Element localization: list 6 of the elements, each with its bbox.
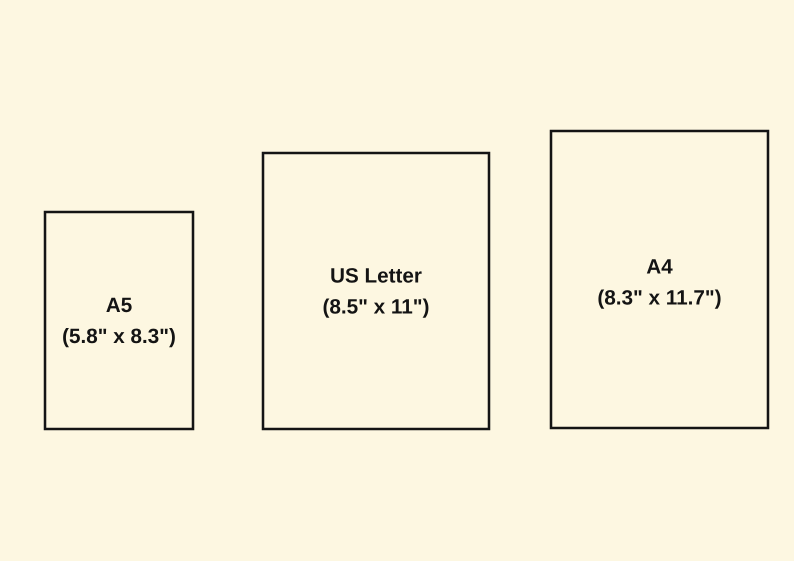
size-label: A4	[646, 259, 673, 274]
dimension-label: (8.3" x 11.7")	[598, 290, 721, 309]
size-label: A5	[106, 298, 132, 312]
dimension-label: (5.8" x 8.3")	[63, 328, 175, 348]
size-label: US Letter	[331, 268, 422, 283]
dimension-label: (8.5" x 11")	[324, 298, 428, 318]
